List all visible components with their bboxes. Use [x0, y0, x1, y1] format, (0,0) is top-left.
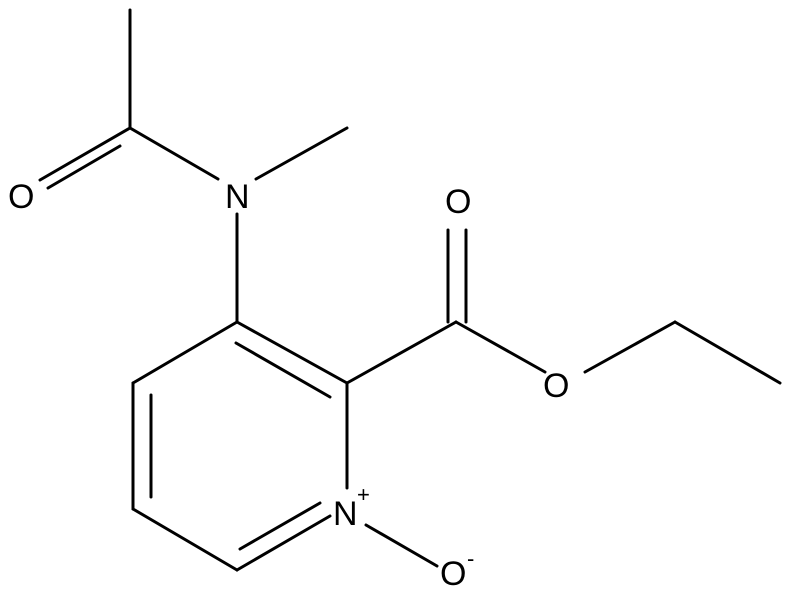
bond-ring-c6-n1-outer — [235, 514, 332, 572]
ring-nitrogen-charge: + — [357, 482, 370, 507]
ester-carbonyl-oxygen-label: O — [445, 183, 471, 221]
bond-acetyl-nitrogen — [128, 126, 220, 181]
bond-oxygen-ethyl — [583, 320, 677, 374]
bond-acetyl-carbonyl-2 — [46, 144, 122, 190]
bond-ethyl-methyl — [673, 320, 782, 385]
oxide-oxygen-label: O — [440, 555, 466, 593]
atom-labels: O N O O N + O - — [8, 178, 569, 593]
bond-n-oxide — [364, 523, 439, 568]
bond-ring-c5-c6 — [131, 507, 239, 572]
bond-ring-c3-c4 — [131, 320, 239, 385]
bond-nitrogen-methyl — [254, 126, 349, 181]
bond-ring-c3-c2-inner — [234, 341, 332, 399]
bond-ester-oxygen — [454, 320, 547, 374]
amide-nitrogen-label: N — [225, 178, 250, 216]
bond-ring-c3-c2-outer — [235, 320, 349, 385]
oxide-oxygen-charge: - — [467, 546, 474, 571]
bond-ring-ester — [345, 320, 458, 385]
ring-nitrogen-label: N — [333, 495, 358, 533]
bond-ring-c6-n1-inner — [238, 501, 322, 551]
ester-oxygen-label: O — [543, 367, 569, 405]
bond-acetyl-carbonyl-1 — [38, 126, 132, 182]
acetyl-oxygen-label: O — [8, 178, 34, 216]
bonds — [38, 8, 782, 572]
